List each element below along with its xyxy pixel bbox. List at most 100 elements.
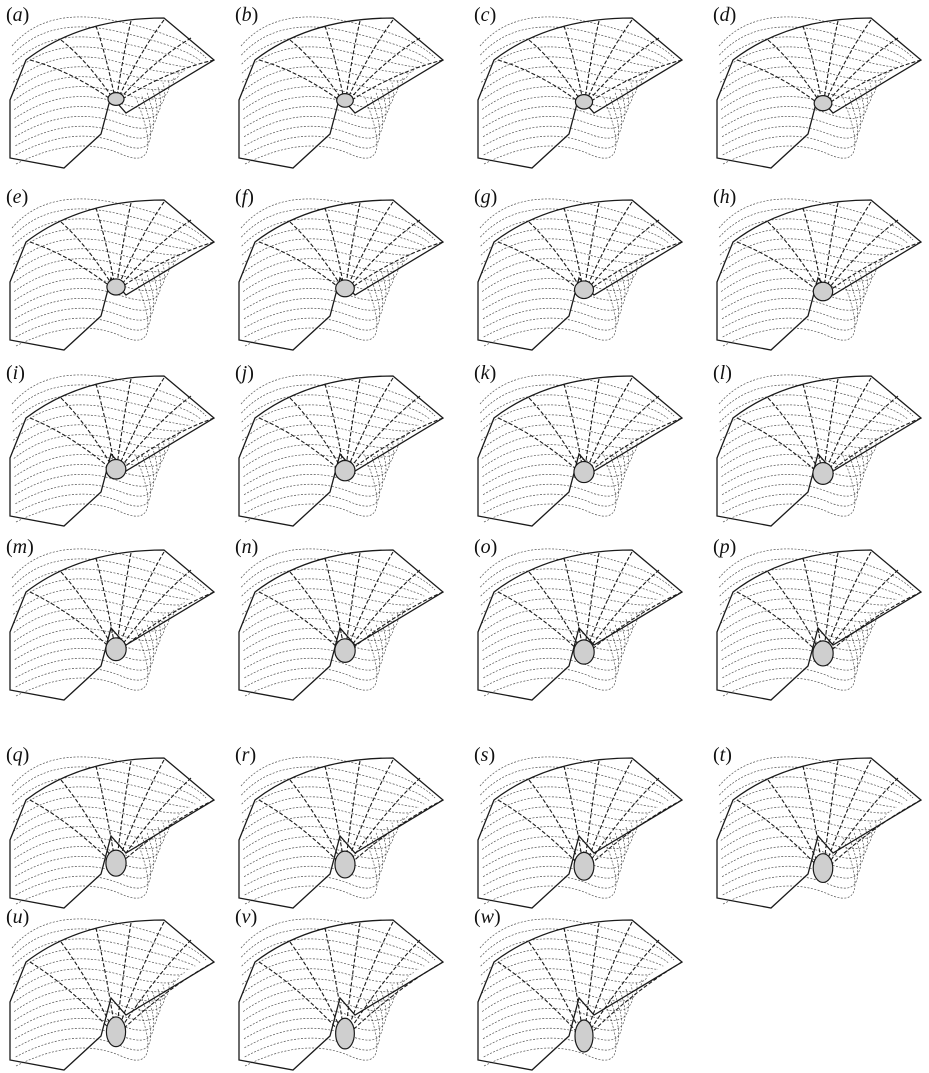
mesh-arcs [241, 199, 435, 346]
mesh-diagram [6, 758, 221, 908]
mesh-radials [30, 202, 214, 291]
mesh-diagram [713, 550, 928, 700]
mesh-arcs [12, 375, 206, 522]
inclusion-blob [813, 641, 833, 666]
panel-b: (b) [235, 4, 450, 169]
inclusion-blob [814, 96, 832, 111]
mesh-arcs [241, 549, 435, 696]
mesh-arcs [12, 549, 206, 696]
inclusion-blob [813, 282, 832, 301]
mesh-radials [498, 552, 682, 656]
mesh-outline [717, 376, 921, 526]
panel-l: (l) [713, 362, 928, 527]
inclusion-blob [337, 94, 354, 108]
panel-c: (c) [474, 4, 689, 169]
panel-u: (u) [6, 906, 221, 1071]
mesh-outline [10, 758, 214, 908]
panel-w: (w) [474, 906, 689, 1071]
mesh-radials [259, 378, 443, 475]
panel-k: (k) [474, 362, 689, 527]
inclusion-blob [575, 95, 592, 109]
inclusion-blob [106, 638, 126, 661]
panel-e: (e) [6, 186, 221, 351]
panel-m: (m) [6, 536, 221, 701]
mesh-diagram [6, 200, 221, 350]
mesh-arcs [480, 549, 674, 696]
panel-a: (a) [6, 4, 221, 169]
mesh-diagram [6, 18, 221, 168]
mesh-diagram [235, 18, 450, 168]
inclusion-blob [574, 640, 594, 664]
mesh-radials [259, 20, 443, 104]
mesh-radials [498, 20, 682, 106]
mesh-outline [10, 920, 214, 1070]
mesh-diagram [474, 550, 689, 700]
inclusion-blob [336, 280, 355, 297]
mesh-radials [737, 20, 921, 107]
inclusion-blob [335, 851, 355, 878]
mesh-radials [30, 20, 214, 103]
panel-n: (n) [235, 536, 450, 701]
mesh-radials [737, 552, 921, 657]
mesh-diagram [474, 18, 689, 168]
mesh-arcs [12, 17, 206, 164]
mesh-arcs [12, 757, 206, 904]
panel-o: (o) [474, 536, 689, 701]
mesh-outline [717, 758, 921, 908]
mesh-outline [478, 376, 682, 526]
panel-v: (v) [235, 906, 450, 1071]
mesh-outline [478, 550, 682, 700]
inclusion-blob [813, 854, 833, 883]
mesh-radials [30, 552, 214, 653]
panel-p: (p) [713, 536, 928, 701]
inclusion-blob [574, 852, 594, 880]
mesh-outline [478, 18, 682, 168]
mesh-diagram [713, 376, 928, 526]
mesh-arcs [241, 17, 435, 164]
panel-s: (s) [474, 744, 689, 909]
mesh-diagram [6, 550, 221, 700]
inclusion-blob [574, 462, 594, 483]
mesh-radials [30, 378, 214, 473]
inclusion-blob [107, 279, 125, 295]
mesh-arcs [480, 199, 674, 346]
inclusion-blob [335, 461, 355, 481]
inclusion-blob [575, 1020, 593, 1052]
mesh-arcs [480, 375, 674, 522]
mesh-outline [478, 758, 682, 908]
mesh-outline [10, 550, 214, 700]
mesh-diagram [713, 200, 928, 350]
mesh-diagram [713, 18, 928, 168]
panel-t: (t) [713, 744, 928, 909]
mesh-radials [737, 378, 921, 477]
mesh-arcs [719, 375, 913, 522]
mesh-outline [717, 550, 921, 700]
panel-d: (d) [713, 4, 928, 169]
panel-r: (r) [235, 744, 450, 909]
inclusion-blob [106, 459, 126, 479]
panel-f: (f) [235, 186, 450, 351]
mesh-diagram [235, 758, 450, 908]
mesh-diagram [6, 376, 221, 526]
panel-h: (h) [713, 186, 928, 351]
mesh-diagram [235, 376, 450, 526]
inclusion-blob [108, 93, 124, 106]
mesh-diagram [713, 758, 928, 908]
mesh-diagram [235, 200, 450, 350]
mesh-outline [239, 758, 443, 908]
mesh-arcs [480, 17, 674, 164]
mesh-diagram [474, 758, 689, 908]
panel-j: (j) [235, 362, 450, 527]
inclusion-blob [575, 281, 594, 299]
mesh-diagram [474, 376, 689, 526]
mesh-diagram [474, 200, 689, 350]
inclusion-blob [106, 850, 126, 876]
inclusion-blob [336, 1018, 355, 1049]
mesh-arcs [12, 199, 206, 346]
mesh-radials [259, 552, 443, 655]
mesh-outline [717, 18, 921, 168]
mesh-outline [10, 200, 214, 350]
mesh-arcs [719, 549, 913, 696]
inclusion-blob [335, 639, 355, 663]
mesh-diagram [235, 920, 450, 1070]
